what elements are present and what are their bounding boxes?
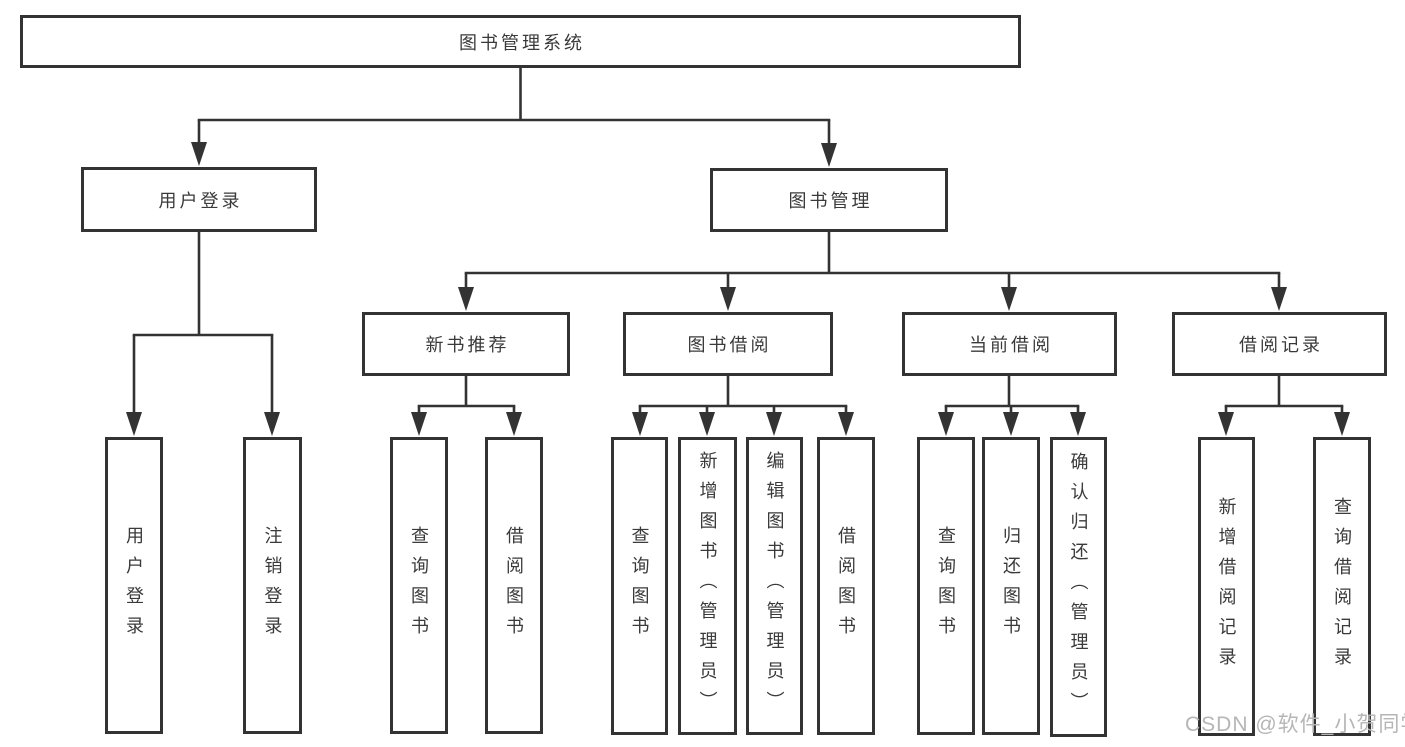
node-label: 图书管理系统	[459, 32, 585, 53]
node-borrow-records: 借阅记录	[1172, 312, 1387, 376]
node-user-login: 用户登录	[81, 167, 317, 232]
node-book-management: 图书管理	[710, 168, 948, 232]
node-library-management-system: 图书管理系统	[20, 15, 1021, 68]
leaf-borrow-books: 借阅图书	[817, 437, 875, 735]
node-label: 查询图书	[629, 526, 650, 646]
node-label: 查询图书	[936, 526, 956, 646]
node-current-borrow: 当前借阅	[902, 312, 1117, 376]
csdn-watermark: CSDN @软件_小贺同学	[1185, 713, 1405, 736]
leaf-edit-books-admin: 编辑图书（管理员）	[746, 437, 803, 735]
node-label: 注销登录	[262, 525, 283, 646]
node-label: 新增借阅记录	[1216, 496, 1237, 677]
node-label: 新增图书（管理员）	[697, 451, 718, 721]
node-label: 归还图书	[1001, 526, 1021, 646]
node-label: 编辑图书（管理员）	[764, 451, 785, 721]
node-label: 图书借阅	[687, 335, 772, 355]
leaf-add-borrow-record: 新增借阅记录	[1198, 437, 1255, 736]
node-label: 查询图书	[409, 525, 429, 646]
leaf-query-borrow-record: 查询借阅记录	[1313, 437, 1371, 736]
node-book-borrow: 图书借阅	[623, 312, 833, 376]
leaf-query-books-borrow: 查询图书	[611, 437, 668, 735]
node-label: 用户登录	[158, 190, 243, 211]
node-label: 借阅图书	[504, 525, 524, 646]
leaf-borrow-books-recommend: 借阅图书	[485, 437, 543, 734]
node-label: 查询借阅记录	[1332, 496, 1352, 677]
leaf-return-books: 归还图书	[982, 437, 1040, 735]
leaf-query-books-recommend: 查询图书	[390, 437, 448, 734]
leaf-confirm-return-admin: 确认归还（管理员）	[1050, 437, 1107, 737]
node-new-book-recommend: 新书推荐	[362, 312, 570, 376]
leaf-query-books-current: 查询图书	[917, 437, 975, 735]
leaf-logout: 注销登录	[243, 437, 302, 734]
node-label: 用户登录	[124, 525, 144, 646]
node-label: 借阅记录	[1239, 335, 1323, 355]
node-label: 借阅图书	[836, 526, 856, 646]
node-label: 确认归还（管理员）	[1068, 452, 1089, 722]
leaf-add-books-admin: 新增图书（管理员）	[678, 437, 737, 735]
node-label: 新书推荐	[425, 335, 510, 355]
node-label: 图书管理	[788, 191, 873, 211]
leaf-user-login: 用户登录	[105, 437, 163, 734]
node-label: 当前借阅	[969, 335, 1053, 355]
